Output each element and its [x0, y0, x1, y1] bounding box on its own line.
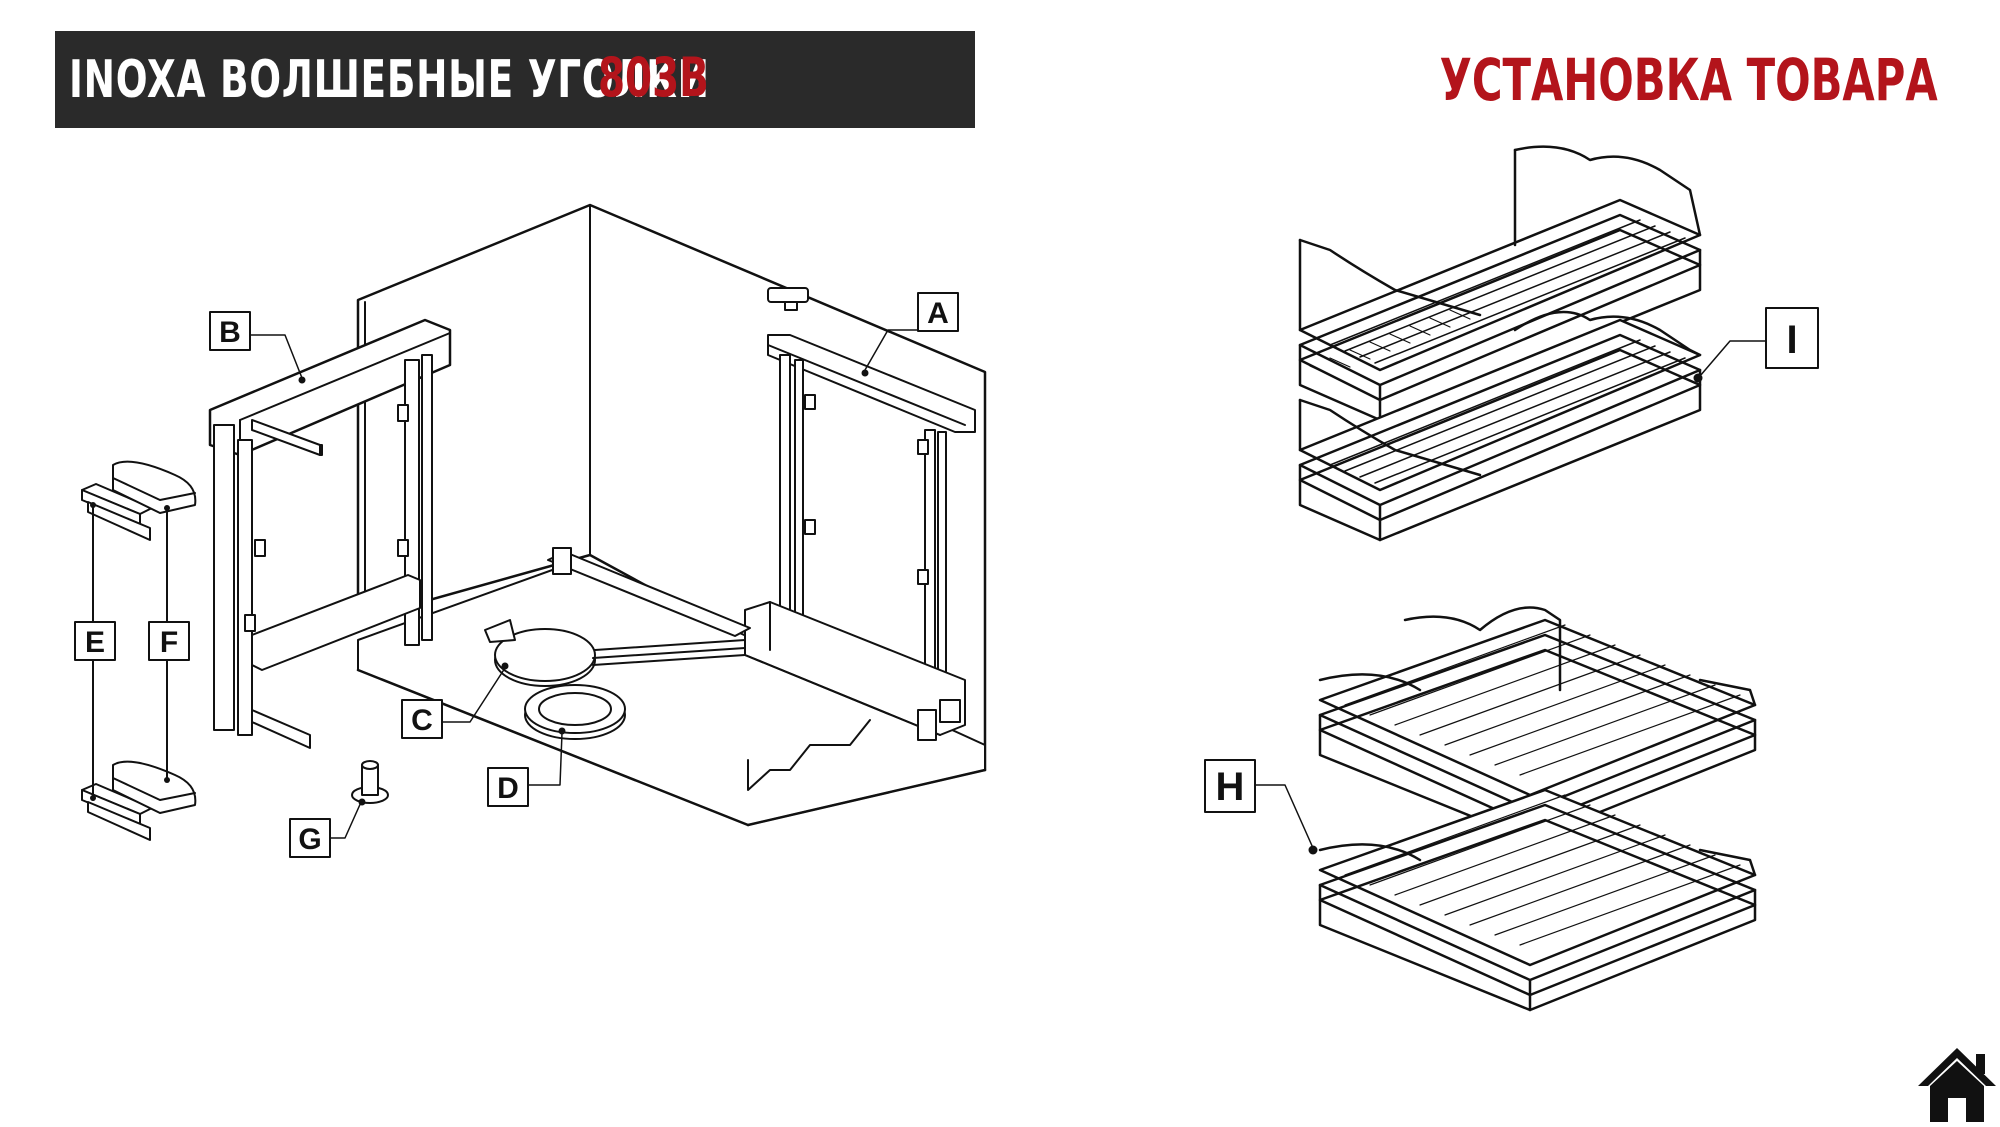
cabinet [356, 203, 987, 827]
callout-E: E [74, 621, 116, 661]
basket-set-H [1318, 606, 1757, 1012]
section-title: УСТАНОВКА ТОВАРА [1440, 46, 1938, 114]
callout-C: C [401, 699, 443, 739]
callout-I: I [1765, 307, 1819, 369]
disc-D [524, 684, 626, 740]
svg-text:H: H [1216, 765, 1245, 809]
callout-A: A [917, 292, 959, 332]
callout-B: B [209, 311, 251, 351]
callout-G: G [289, 818, 331, 858]
brand-title-box: INOXA ВОЛШЕБНЫЕ УГОЛКИ [55, 31, 975, 128]
frame-B [208, 318, 452, 749]
svg-text:D: D [497, 772, 519, 805]
turntable-C [484, 547, 751, 687]
callout-dots [90, 369, 1703, 855]
bracket-E [81, 483, 153, 841]
svg-text:E: E [85, 626, 105, 659]
brand-title: INOXA ВОЛШЕБНЫЕ УГОЛКИ [69, 49, 710, 110]
callout-D: D [487, 767, 529, 807]
svg-text:F: F [160, 626, 178, 659]
basket-set-I [1298, 145, 1702, 542]
model-code: 803B [598, 46, 709, 109]
svg-text:I: I [1786, 318, 1797, 362]
svg-text:G: G [298, 823, 321, 856]
home-icon [1918, 1048, 1996, 1122]
rail-A [744, 287, 976, 741]
callout-H: H [1204, 759, 1256, 813]
svg-text:C: C [411, 704, 433, 737]
svg-text:A: A [927, 297, 949, 330]
callout-F: F [148, 621, 190, 661]
home-button[interactable] [1916, 1046, 1998, 1122]
foot-G [351, 760, 389, 804]
svg-text:B: B [219, 316, 241, 349]
